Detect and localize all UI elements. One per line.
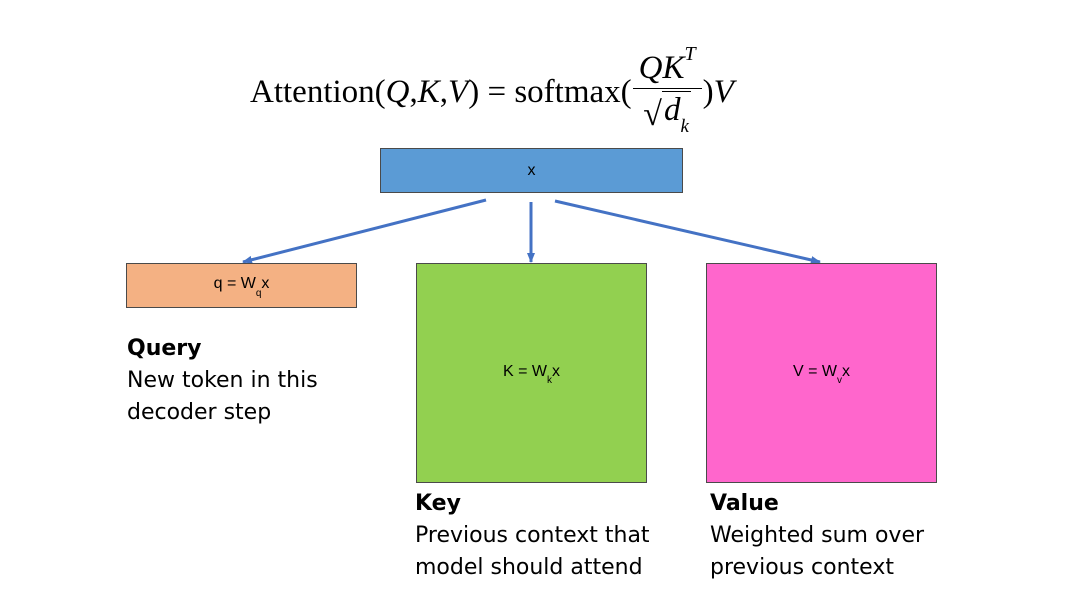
value-label-post: x bbox=[842, 362, 850, 380]
formula-comma-2: , bbox=[439, 73, 449, 110]
formula-numerator: QKT bbox=[632, 44, 702, 90]
query-box-label: q = Wqx bbox=[213, 275, 270, 298]
key-label-sub: k bbox=[547, 375, 552, 387]
numerator-base: QK bbox=[638, 50, 685, 87]
arrow-x-to-query bbox=[242, 198, 487, 264]
input-x-box: x bbox=[380, 148, 683, 193]
denominator-subscript: k bbox=[680, 115, 689, 137]
formula-denominator: √dk bbox=[643, 89, 691, 137]
query-caption: Query New token in this decoder step bbox=[127, 333, 318, 429]
formula-k: K bbox=[417, 73, 440, 110]
value-caption-line-2: previous context bbox=[710, 555, 894, 580]
formula-q: Q bbox=[385, 73, 410, 110]
key-caption: Key Previous context that model should a… bbox=[415, 488, 650, 584]
formula-close: ) bbox=[468, 73, 480, 110]
value-caption: Value Weighted sum over previous context bbox=[710, 488, 924, 584]
sqrt-icon: √ bbox=[643, 96, 662, 134]
formula-equals: = bbox=[479, 73, 515, 110]
query-caption-line-1: New token in this bbox=[127, 368, 318, 393]
formula-tail-v: V bbox=[713, 73, 734, 110]
formula-v: V bbox=[448, 73, 469, 110]
value-label-pre: V = W bbox=[792, 362, 837, 380]
value-caption-title: Value bbox=[710, 491, 779, 516]
query-label-sub: q bbox=[255, 287, 262, 299]
arrow-x-to-value bbox=[554, 199, 821, 264]
formula-lhs: Attention( bbox=[250, 73, 386, 110]
sqrt-body: dk bbox=[661, 91, 691, 137]
key-label-post: x bbox=[552, 362, 560, 380]
input-x-label: x bbox=[527, 161, 536, 179]
key-box-label: K = Wkx bbox=[502, 362, 560, 387]
key-caption-line-2: model should attend bbox=[415, 555, 643, 580]
attention-formula: Attention(Q, K, V) = softmax( QKT √dk )V bbox=[250, 44, 734, 140]
query-caption-title: Query bbox=[127, 336, 202, 361]
value-box-label: V = Wvx bbox=[792, 362, 850, 387]
key-box: K = Wkx bbox=[416, 263, 647, 483]
key-caption-line-1: Previous context that bbox=[415, 523, 650, 548]
value-caption-line-1: Weighted sum over bbox=[710, 523, 925, 548]
formula-close-2: ) bbox=[702, 73, 714, 110]
formula-fraction: QKT √dk bbox=[632, 44, 702, 137]
value-label-sub: v bbox=[837, 375, 842, 387]
query-label-pre: q = W bbox=[213, 275, 256, 293]
query-caption-line-2: decoder step bbox=[127, 400, 272, 425]
query-label-post: x bbox=[261, 275, 270, 293]
query-box: q = Wqx bbox=[126, 263, 357, 308]
formula-softmax: softmax( bbox=[514, 73, 632, 110]
numerator-superscript: T bbox=[684, 43, 696, 66]
formula-comma-1: , bbox=[409, 73, 418, 110]
key-caption-title: Key bbox=[415, 491, 461, 516]
denominator-base: d bbox=[663, 92, 681, 129]
key-label-pre: K = W bbox=[502, 362, 547, 380]
value-box: V = Wvx bbox=[706, 263, 937, 483]
